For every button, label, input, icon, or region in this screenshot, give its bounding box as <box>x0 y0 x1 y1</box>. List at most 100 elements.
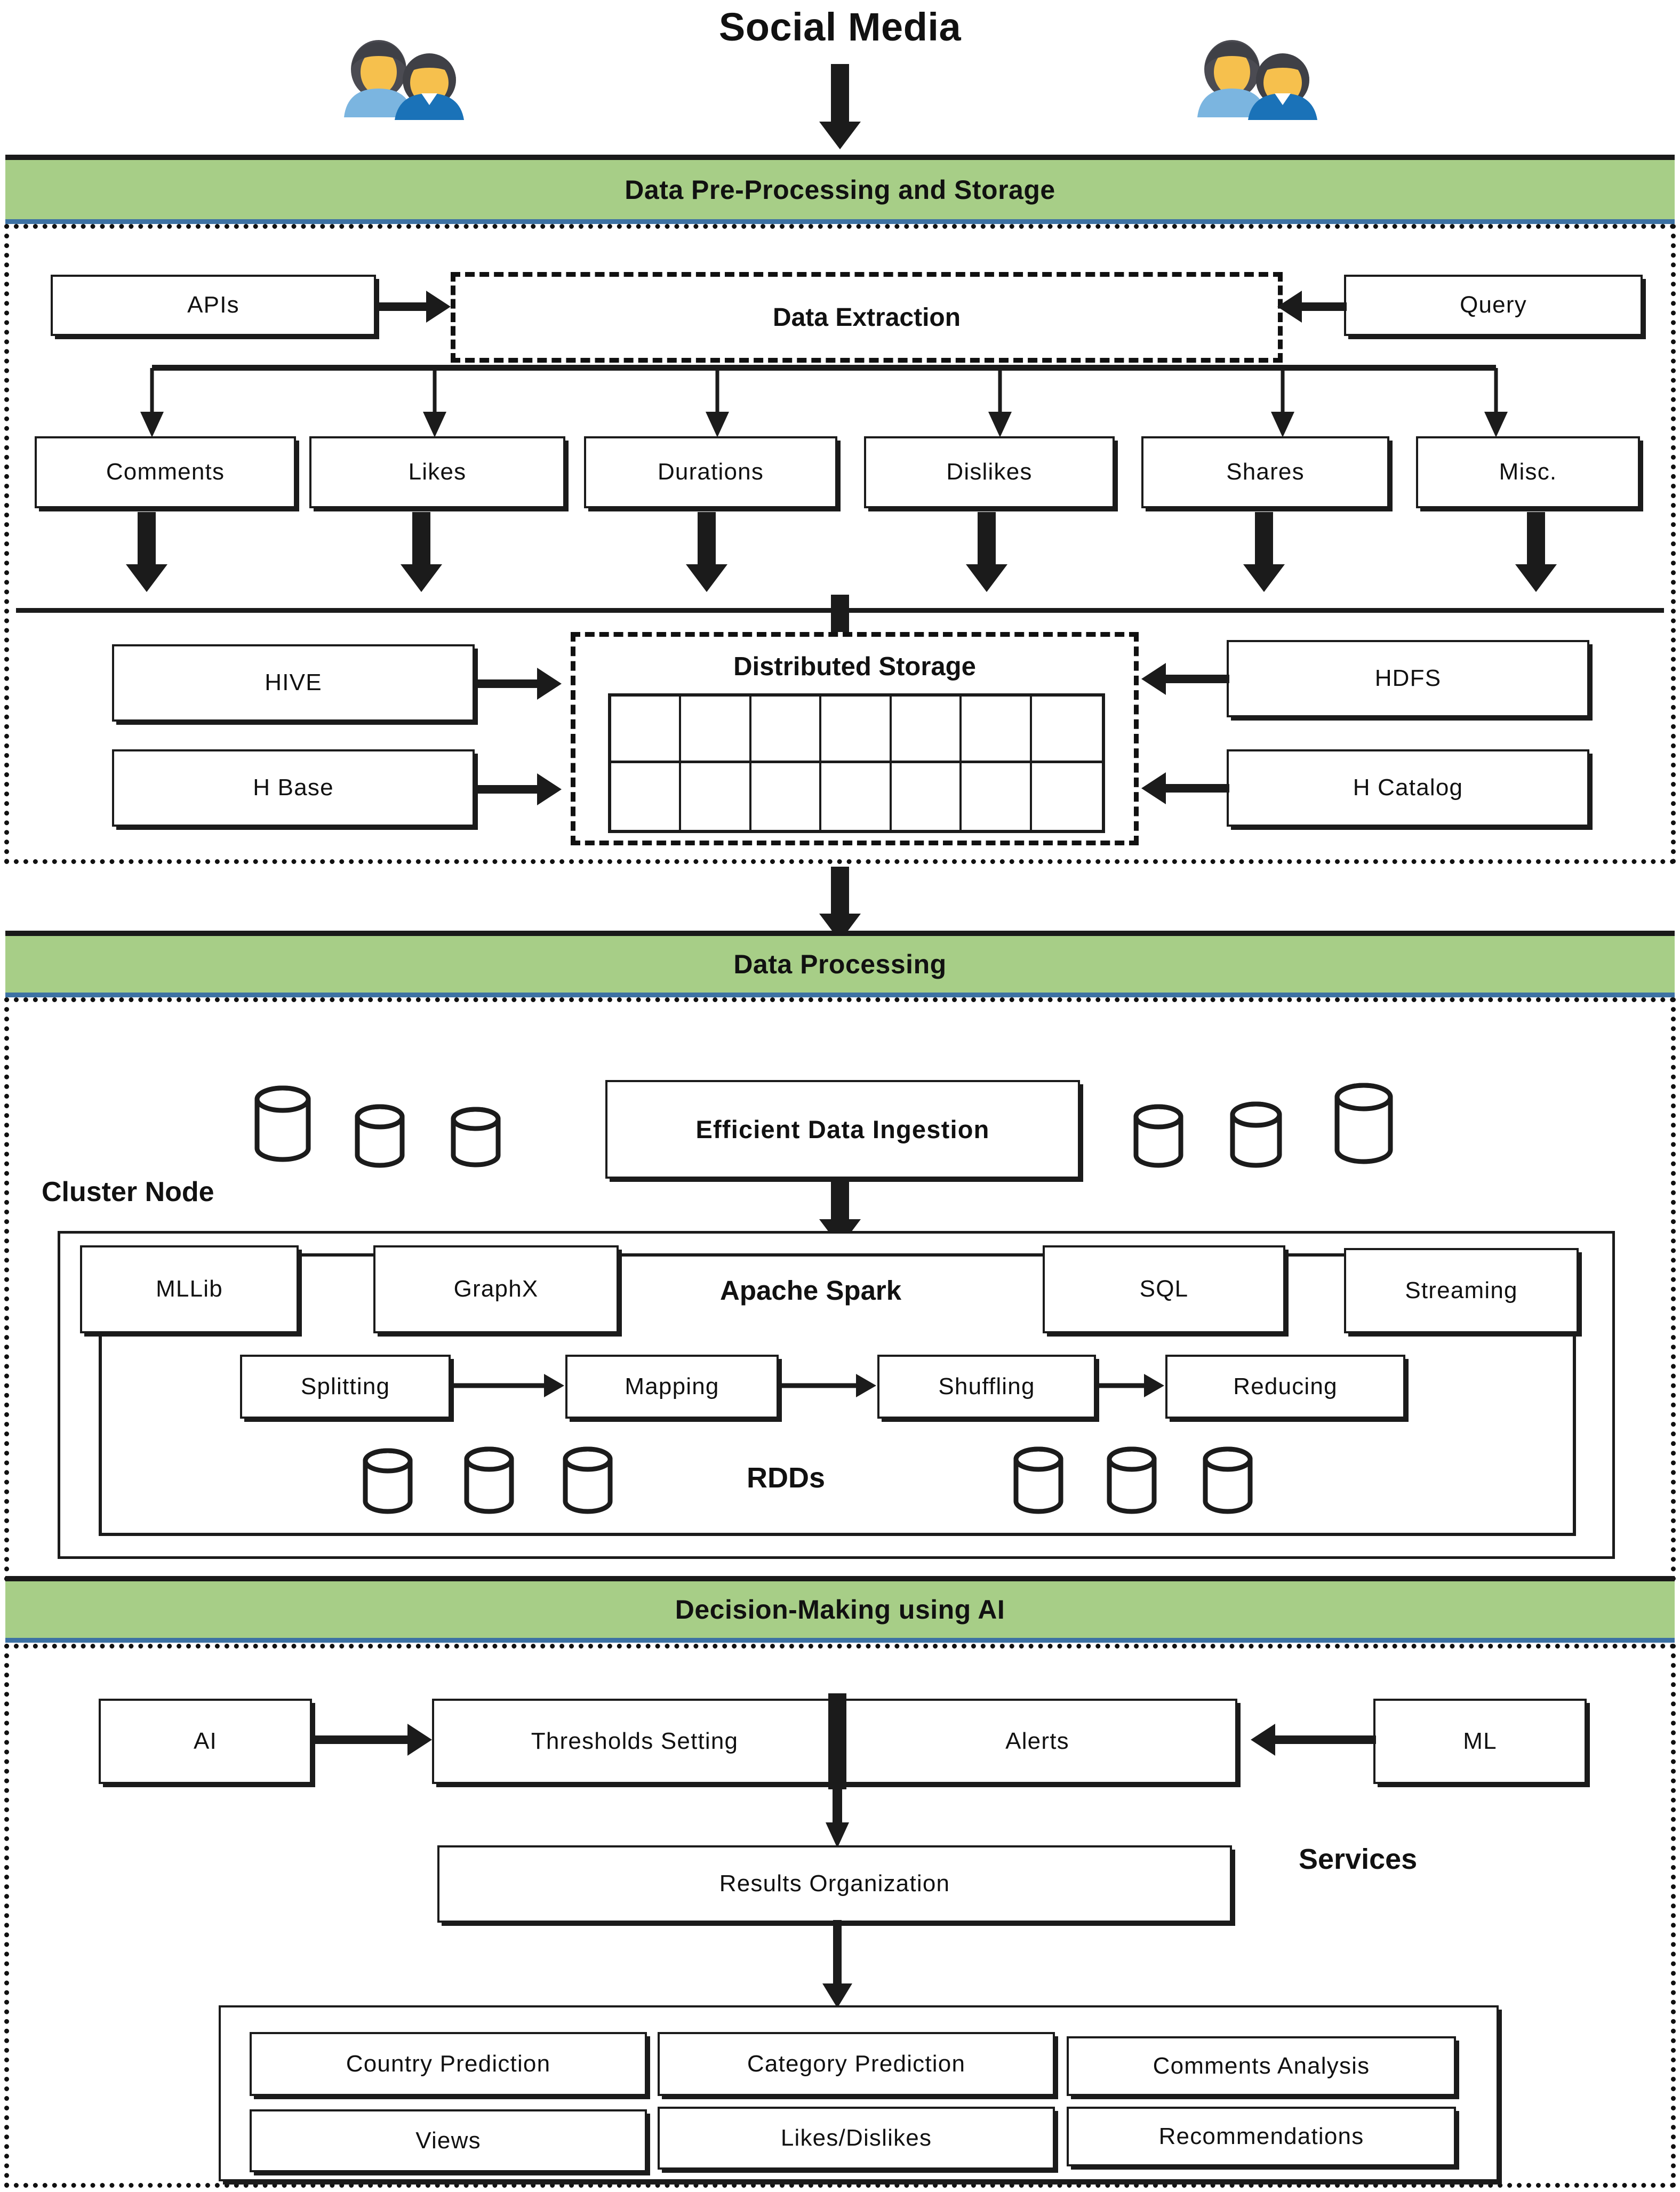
service-label: Recommendations <box>1158 2123 1364 2149</box>
service-box-recommendations[interactable]: Recommendations <box>1067 2107 1456 2166</box>
database-cylinder-icon <box>1131 1104 1187 1171</box>
database-cylinder-icon <box>1200 1446 1256 1517</box>
thresholds-setting-label: Thresholds Setting <box>531 1727 739 1754</box>
ai-box[interactable]: AI <box>99 1699 312 1784</box>
arrow-shares-to-storage <box>1240 512 1288 592</box>
spark-component-label: MLLib <box>156 1276 223 1302</box>
service-box-country-prediction[interactable]: Country Prediction <box>250 2032 647 2096</box>
efficient-data-ingestion-box[interactable]: Efficient Data Ingestion <box>605 1080 1080 1179</box>
hdfs-label: HDFS <box>1374 665 1442 692</box>
arrow-to-misc <box>1483 368 1509 437</box>
pipeline-label: Reducing <box>1233 1373 1338 1399</box>
arrow-to-likes <box>421 368 448 437</box>
arrow-social-to-preprocessing <box>816 64 864 149</box>
source-box-misc[interactable]: Misc. <box>1416 436 1640 508</box>
people-group-icon <box>1181 29 1331 120</box>
arrow-thresholds-stem <box>813 1693 861 1789</box>
results-organization-label: Results Organization <box>719 1870 950 1897</box>
spark-component-label: Streaming <box>1405 1277 1518 1303</box>
spark-component-streaming[interactable]: Streaming <box>1344 1248 1579 1333</box>
band-processing-label: Data Processing <box>733 949 947 979</box>
database-cylinder-icon <box>251 1085 315 1165</box>
source-label: Comments <box>106 459 225 485</box>
database-cylinder-icon <box>1227 1101 1285 1171</box>
arrow-shuffling-to-reducing <box>1098 1372 1164 1399</box>
band-processing: Data Processing <box>5 931 1675 997</box>
pipeline-label: Shuffling <box>938 1373 1035 1399</box>
spark-component-graphx[interactable]: GraphX <box>373 1245 619 1333</box>
distributed-storage-label: Distributed Storage <box>733 652 976 681</box>
results-organization-box[interactable]: Results Organization <box>437 1845 1232 1923</box>
apis-label: APIs <box>187 292 239 318</box>
pipeline-label: Mapping <box>625 1373 719 1399</box>
ai-label: AI <box>194 1727 217 1754</box>
arrow-misc-to-storage <box>1512 512 1560 592</box>
hcatalog-box[interactable]: H Catalog <box>1227 749 1589 827</box>
arrow-hive-to-storage <box>474 668 562 700</box>
band-decision: Decision-Making using AI <box>5 1576 1675 1643</box>
service-box-likes-dislikes[interactable]: Likes/Dislikes <box>658 2107 1055 2170</box>
spark-component-mllib[interactable]: MLLib <box>80 1245 299 1333</box>
spark-component-label: GraphX <box>453 1276 539 1302</box>
database-cylinder-icon <box>448 1107 504 1171</box>
alerts-label: Alerts <box>1005 1727 1069 1754</box>
service-box-comments-analysis[interactable]: Comments Analysis <box>1067 2036 1456 2096</box>
source-box-dislikes[interactable]: Dislikes <box>864 436 1115 508</box>
hdfs-box[interactable]: HDFS <box>1227 640 1589 717</box>
apis-box[interactable]: APIs <box>51 275 376 336</box>
apache-spark-label: Apache Spark <box>720 1275 902 1306</box>
arrow-ml-to-alerts <box>1251 1724 1376 1756</box>
storage-grid <box>608 693 1105 833</box>
source-box-shares[interactable]: Shares <box>1141 436 1389 508</box>
pipeline-box-splitting[interactable]: Splitting <box>240 1355 451 1419</box>
source-label: Durations <box>657 459 764 485</box>
pipeline-box-reducing[interactable]: Reducing <box>1165 1355 1405 1419</box>
hive-label: HIVE <box>265 669 322 696</box>
band-decision-label: Decision-Making using AI <box>675 1595 1005 1625</box>
source-box-durations[interactable]: Durations <box>584 436 837 508</box>
pipeline-box-shuffling[interactable]: Shuffling <box>877 1355 1096 1419</box>
cluster-node-label: Cluster Node <box>42 1177 214 1207</box>
rdds-label: RDDs <box>747 1462 826 1494</box>
database-cylinder-icon <box>1011 1446 1067 1517</box>
source-box-likes[interactable]: Likes <box>309 436 565 508</box>
arrow-ai-to-thresholds <box>312 1724 432 1756</box>
ml-label: ML <box>1463 1727 1497 1754</box>
data-extraction-box[interactable]: Data Extraction <box>451 272 1283 363</box>
arrow-hbase-to-storage <box>474 773 562 805</box>
service-label: Category Prediction <box>747 2050 966 2077</box>
arrow-mapping-to-shuffling <box>780 1372 876 1399</box>
data-extraction-label: Data Extraction <box>772 303 961 332</box>
source-label: Shares <box>1226 459 1305 485</box>
thresholds-setting-box[interactable]: Thresholds Setting <box>432 1699 837 1784</box>
pipeline-box-mapping[interactable]: Mapping <box>565 1355 779 1419</box>
arrow-splitting-to-mapping <box>452 1372 564 1399</box>
database-cylinder-icon <box>360 1448 416 1517</box>
alerts-box[interactable]: Alerts <box>837 1699 1237 1784</box>
service-box-views[interactable]: Views <box>250 2109 647 2172</box>
hive-box[interactable]: HIVE <box>112 644 475 722</box>
arrow-durations-to-storage <box>683 512 731 592</box>
arrow-hdfs-to-storage <box>1141 663 1229 695</box>
arrow-comments-to-storage <box>123 512 171 592</box>
ml-box[interactable]: ML <box>1373 1699 1587 1784</box>
arrow-to-dislikes <box>987 368 1013 437</box>
people-group-icon <box>328 29 477 120</box>
arrow-apis-to-extraction <box>376 291 451 323</box>
service-label: Comments Analysis <box>1153 2052 1370 2079</box>
spark-component-label: SQL <box>1139 1276 1189 1302</box>
hbase-label: H Base <box>253 774 334 801</box>
service-label: Views <box>415 2127 481 2154</box>
source-box-comments[interactable]: Comments <box>35 436 296 508</box>
service-label: Likes/Dislikes <box>780 2124 932 2151</box>
arrow-preprocessing-to-processing <box>816 867 864 941</box>
query-box[interactable]: Query <box>1344 275 1643 336</box>
query-label: Query <box>1460 292 1527 318</box>
hbase-box[interactable]: H Base <box>112 749 475 827</box>
spark-component-sql[interactable]: SQL <box>1043 1245 1285 1333</box>
source-label: Misc. <box>1499 459 1557 485</box>
services-label: Services <box>1299 1843 1418 1875</box>
efficient-data-ingestion-label: Efficient Data Ingestion <box>695 1115 990 1143</box>
source-label: Likes <box>408 459 467 485</box>
service-box-category-prediction[interactable]: Category Prediction <box>658 2032 1055 2096</box>
